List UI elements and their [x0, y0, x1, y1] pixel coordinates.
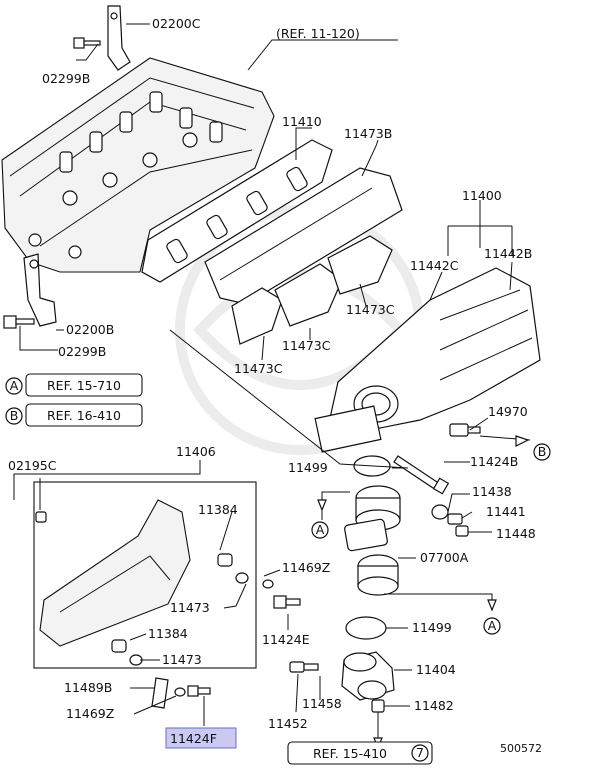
part-label-11424f[interactable]: 11424F	[170, 731, 217, 746]
sensor-14970-part	[449, 423, 481, 437]
part-label-11473c-b[interactable]: 11473C	[282, 338, 331, 353]
ref-15-710-marker: A	[10, 378, 19, 393]
ref-16-410-label: REF. 16-410	[47, 408, 121, 423]
washer-11438-part	[431, 504, 449, 520]
connector-marker-a-left: A	[311, 521, 329, 539]
part-label-02195c[interactable]: 02195C	[8, 458, 57, 473]
part-label-02299b-bottom[interactable]: 02299B	[58, 344, 106, 359]
part-label-02200b[interactable]: 02200B	[66, 322, 114, 337]
egr-valve-07700a-part	[344, 485, 401, 596]
gasket-11410-part	[141, 139, 333, 283]
leader-lines	[13, 23, 531, 740]
part-label-11438[interactable]: 11438	[472, 484, 512, 499]
part-label-14970[interactable]: 14970	[488, 404, 528, 419]
part-label-11406[interactable]: 11406	[176, 444, 216, 459]
elbow-11404-part	[341, 651, 395, 701]
part-label-11424b[interactable]: 11424B	[470, 454, 518, 469]
bracket-11489b-part	[151, 677, 169, 709]
part-label-11458[interactable]: 11458	[302, 696, 342, 711]
ref-15-410-marker: 7	[416, 745, 424, 760]
bolt-11424e-part	[273, 595, 301, 609]
part-label-11448[interactable]: 11448	[496, 526, 536, 541]
bracket-02200b-part	[23, 253, 57, 327]
part-label-07700a[interactable]: 07700A	[420, 550, 469, 565]
part-label-02299b-top[interactable]: 02299B	[42, 71, 90, 86]
ref-15-710-label: REF. 15-710	[47, 378, 121, 393]
part-label-11473c-c[interactable]: 11473C	[234, 361, 283, 376]
ref-15-710[interactable]: A REF. 15-710	[5, 373, 143, 397]
part-label-11469z-a[interactable]: 11469Z	[282, 560, 330, 575]
bolt-11473-a-part	[235, 572, 249, 584]
ref-15-410[interactable]: REF. 15-410 7	[287, 741, 433, 765]
clip-02195c-part	[35, 511, 47, 523]
part-label-11473c-a[interactable]: 11473C	[346, 302, 395, 317]
part-label-11384-b[interactable]: 11384	[148, 626, 188, 641]
connector-marker-a-left-label: A	[316, 522, 325, 537]
part-label-ref-11-120[interactable]: (REF. 11-120)	[276, 26, 360, 41]
bolt-02299b-bottom-part	[3, 315, 35, 329]
part-label-11482[interactable]: 11482	[414, 698, 454, 713]
ref-15-410-label: REF. 15-410	[313, 746, 387, 761]
cam-lobes	[28, 91, 223, 259]
heat-shield-11473b-part	[204, 167, 403, 305]
part-label-11424e[interactable]: 11424E	[262, 632, 310, 647]
part-label-11442b[interactable]: 11442B	[484, 246, 532, 261]
bolt-02299b-top-part	[73, 37, 101, 49]
grommet-11384-b-part	[111, 639, 127, 653]
heat-shields-11473c-part	[231, 235, 393, 345]
part-label-11499-b[interactable]: 11499	[412, 620, 452, 635]
connector-marker-b: B	[533, 443, 551, 461]
connector-marker-a-right-label: A	[488, 618, 497, 633]
part-label-11424f-highlight	[165, 727, 237, 749]
part-label-02200c[interactable]: 02200C	[152, 16, 201, 31]
connector-marker-a-right: A	[483, 617, 501, 635]
heat-insulator-11406-part	[39, 499, 191, 647]
bolt-11424f-part	[187, 685, 211, 697]
part-label-11404[interactable]: 11404	[416, 662, 456, 677]
part-label-11499-a[interactable]: 11499	[288, 460, 328, 475]
part-label-11489b[interactable]: 11489B	[64, 680, 112, 695]
washer-11469z-b-part	[174, 687, 186, 697]
part-label-11473-b[interactable]: 11473	[162, 652, 202, 667]
intake-manifold-11400-part	[314, 267, 541, 453]
diagram-number: 500572	[500, 742, 542, 755]
part-label-11469z-b[interactable]: 11469Z	[66, 706, 114, 721]
cylinder-head-part	[1, 57, 275, 273]
stud-11441-part	[447, 513, 463, 525]
bracket-02200c-part	[107, 5, 131, 71]
part-label-11400[interactable]: 11400	[462, 188, 502, 203]
part-label-11473b[interactable]: 11473B	[344, 126, 392, 141]
part-label-11442c[interactable]: 11442C	[410, 258, 459, 273]
part-label-11384-a[interactable]: 11384	[198, 502, 238, 517]
washer-11469z-a-part	[262, 579, 274, 589]
ref-16-410-marker: B	[10, 408, 19, 423]
part-label-11473-a[interactable]: 11473	[170, 600, 210, 615]
grommet-11384-a-part	[217, 553, 233, 567]
part-label-11441[interactable]: 11441	[486, 504, 526, 519]
part-label-11410[interactable]: 11410	[282, 114, 322, 129]
nut-11482-part	[371, 699, 385, 713]
sensor-11452-part	[289, 661, 319, 673]
gasket-ring-11499-lower	[345, 616, 387, 640]
ref-16-410[interactable]: B REF. 16-410	[5, 403, 143, 427]
part-label-11452[interactable]: 11452	[268, 716, 308, 731]
part-labels: 02200C 02299B (REF. 11-120) 11410 11473B…	[8, 16, 542, 755]
nut-11448-part	[455, 525, 469, 537]
connector-marker-b-label: B	[538, 444, 547, 459]
bolt-11424b-part	[393, 455, 450, 495]
